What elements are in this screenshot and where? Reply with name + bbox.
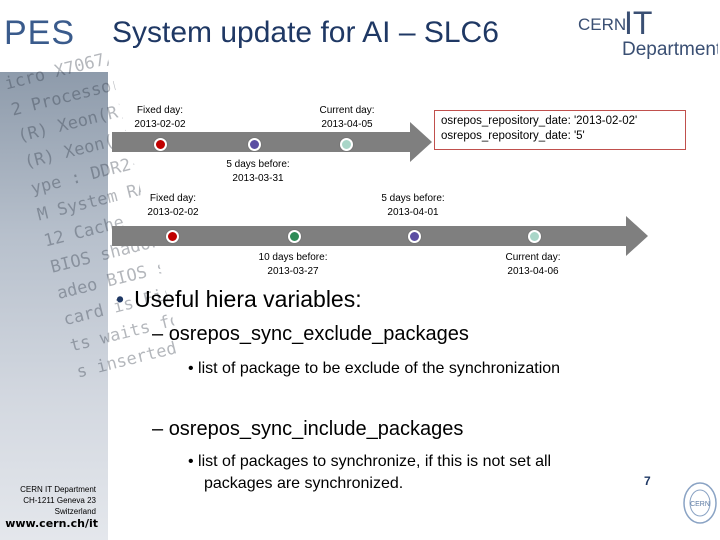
t2-5days-right-label: 5 days before: 2013-04-01 (381, 193, 445, 218)
t2-current-label: Current day: 2013-04-06 (505, 252, 561, 277)
logo-cern-text: CERN (578, 15, 626, 34)
logo-it-text: IT (624, 8, 652, 41)
t2-fixed-label: Fixed day: 2013-02-02 (147, 193, 199, 218)
sub-bullet-exclude: – osrepos_sync_exclude_packages (152, 323, 469, 345)
t1-current-dot (340, 138, 353, 151)
dash-icon: – (152, 418, 169, 440)
footer-address: CERN IT Department CH-1211 Geneva 23 Swi… (6, 484, 96, 517)
footer-dept: CERN IT Department (20, 485, 96, 494)
left-sidebar-image (0, 72, 108, 540)
slide-header (0, 0, 720, 72)
repository-date-box: osrepos_repository_date: '2013-02-02' os… (434, 110, 686, 150)
footer-url: www.cern.ch/it (5, 517, 98, 530)
t2-5days-dot (408, 230, 421, 243)
detail-exclude: • list of package to be exclude of the s… (188, 360, 561, 377)
bullet-useful-hiera: •Useful hiera variables: (116, 286, 362, 312)
dash-icon: – (152, 323, 169, 345)
footer-address2: Switzerland (54, 507, 96, 516)
pes-brand: PES (4, 14, 76, 52)
t1-fixed-label: Fixed day: 2013-02-02 (134, 105, 186, 130)
bullet-dot-icon: • (188, 360, 199, 377)
repo-date-line1: osrepos_repository_date: '2013-02-02' (441, 115, 638, 127)
slide-title: System update for AI – SLC6 (112, 16, 499, 49)
page-number: 7 (644, 474, 651, 488)
t2-10days-label: 10 days before: 2013-03-27 (258, 252, 328, 277)
t1-fixed-dot (154, 138, 167, 151)
t1-mid-dot (248, 138, 261, 151)
cern-seal-icon: CERN (683, 482, 717, 524)
cern-it-logo: CERN IT Department (578, 8, 718, 60)
t2-fixed-dot (166, 230, 179, 243)
timeline-arrow-2 (112, 216, 648, 256)
t2-10days-dot (288, 230, 301, 243)
bullet-dot-icon: • (188, 453, 199, 470)
t2-5days-top-label: 5 days before: 2013-03-31 (226, 159, 290, 184)
t2-current-dot (528, 230, 541, 243)
repo-date-line2: osrepos_repository_date: '5' (441, 130, 585, 142)
seal-text: CERN (690, 501, 710, 508)
bullet-dot-icon: • (116, 286, 125, 312)
t1-current-label: Current day: 2013-04-05 (319, 105, 375, 130)
detail-include: • list of packages to synchronize, if th… (188, 453, 552, 492)
timeline-arrow-1 (112, 122, 432, 162)
sub-bullet-include: – osrepos_sync_include_packages (152, 418, 464, 440)
footer-address1: CH-1211 Geneva 23 (23, 496, 96, 505)
logo-dept-text: Department (622, 39, 718, 60)
